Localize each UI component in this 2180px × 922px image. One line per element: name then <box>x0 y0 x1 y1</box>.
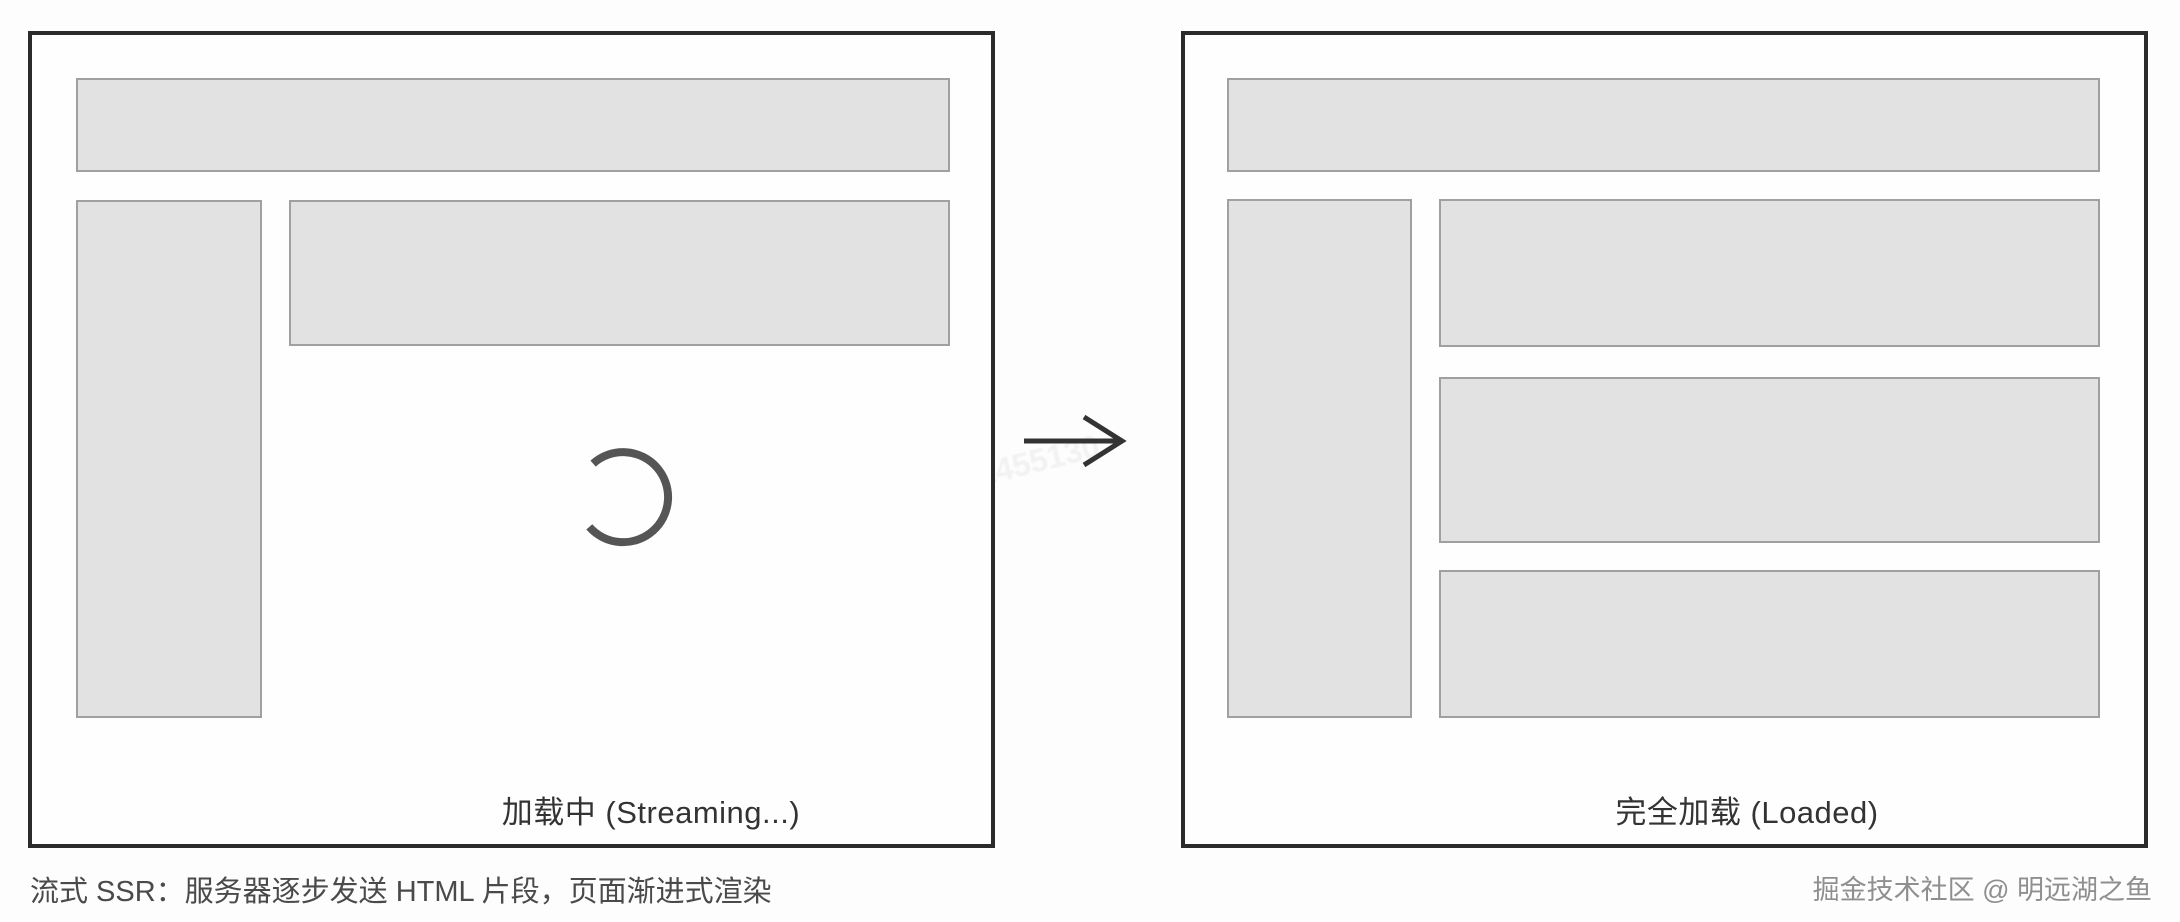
right-arrow-icon <box>1024 414 1127 468</box>
skeleton-content-block-2 <box>1439 377 2100 543</box>
loaded-state-panel: 完全加载 (Loaded) <box>1181 31 2148 848</box>
diagram-caption: 流式 SSR：服务器逐步发送 HTML 片段，页面渐进式渲染 <box>30 876 772 908</box>
loading-arc-icon <box>586 448 672 547</box>
skeleton-content-block-3 <box>1439 570 2100 718</box>
skeleton-header-bar <box>1227 78 2100 172</box>
author-attribution: 掘金技术社区 @ 明远湖之鱼 <box>1812 875 2152 905</box>
skeleton-header-bar <box>76 78 950 172</box>
skeleton-sidebar <box>76 200 262 718</box>
skeleton-content-block-1 <box>1439 199 2100 347</box>
streaming-panel-label: 加载中 (Streaming...) <box>501 795 801 830</box>
loaded-panel-label: 完全加载 (Loaded) <box>1615 795 1879 830</box>
skeleton-sidebar <box>1227 199 1412 718</box>
skeleton-content-block <box>289 200 950 346</box>
streaming-state-panel: 加载中 (Streaming...) <box>28 31 995 848</box>
